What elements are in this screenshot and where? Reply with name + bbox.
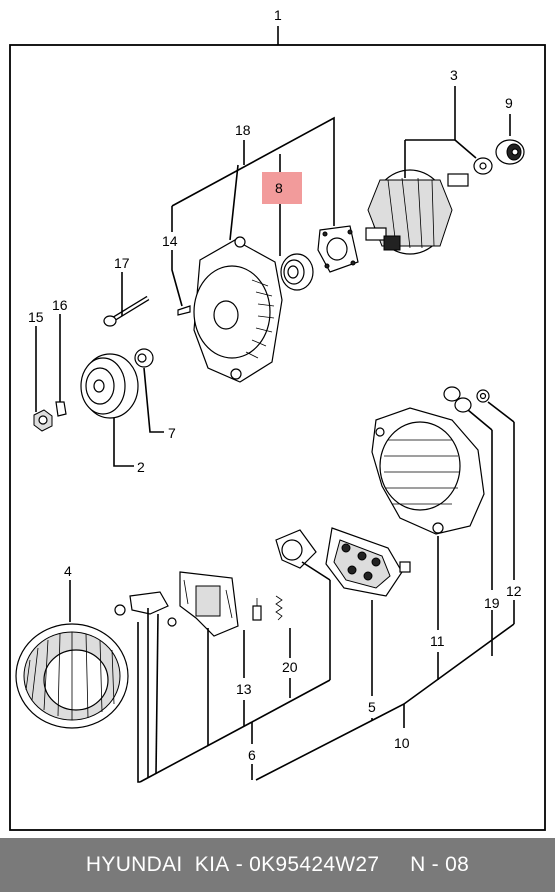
- terminal-insulator-part: [443, 386, 472, 413]
- brush-part: [252, 598, 262, 621]
- regulator-part: [179, 571, 239, 637]
- brand-text: HYUNDAI KIA: [85, 853, 230, 876]
- separator-text: -: [229, 853, 250, 876]
- leader-lines: [35, 86, 515, 783]
- pulley-part: [80, 353, 139, 419]
- callout-8: 8: [275, 180, 283, 196]
- nut-part: [33, 409, 53, 432]
- callout-15: 15: [28, 309, 44, 325]
- front-housing-part: [193, 236, 283, 383]
- callout-17: 17: [114, 255, 130, 271]
- callout-3: 3: [450, 67, 458, 83]
- washer-part: [473, 157, 493, 175]
- rear-housing-part: [371, 407, 485, 535]
- callout-2: 2: [137, 459, 145, 475]
- callout-18: 18: [235, 122, 251, 138]
- rectifier-part: [325, 527, 411, 597]
- rotor-part: [365, 169, 469, 255]
- brush-spring-part: [275, 595, 283, 621]
- gap-text: [379, 853, 410, 877]
- callout-20: 20: [282, 659, 298, 675]
- spacer-part: [134, 348, 154, 368]
- callout-6: 6: [248, 747, 256, 763]
- lock-washer-part: [55, 401, 67, 417]
- exploded-parts-diagram: 1 3 9 18 8 14 17 15 16 7 2 4 13 20 5 11 …: [9, 7, 546, 831]
- label-8-highlight: [262, 172, 302, 204]
- callout-10: 10: [394, 735, 410, 751]
- callout-9: 9: [505, 95, 513, 111]
- front-bearing-part: [280, 253, 314, 291]
- callout-1: 1: [274, 7, 282, 23]
- callout-14: 14: [162, 233, 178, 249]
- callout-12: 12: [506, 583, 522, 599]
- screw-part: [177, 305, 191, 316]
- callout-11: 11: [430, 633, 445, 649]
- callout-5: 5: [368, 699, 376, 715]
- bearing-retainer-part: [317, 225, 359, 273]
- small-bearing-part: [495, 139, 525, 165]
- cover-part: [275, 529, 317, 569]
- reference-text: N - 08: [410, 853, 470, 876]
- part-number-text: 0K95424W27: [249, 853, 380, 876]
- callout-16: 16: [52, 297, 68, 313]
- callout-4: 4: [64, 563, 72, 579]
- part-info-footer: HYUNDAI KIA - 0K95424W27 N - 08: [0, 838, 555, 892]
- through-bolt-part: [103, 295, 150, 327]
- brush-holder-part: [114, 591, 177, 627]
- callout-13: 13: [236, 681, 252, 697]
- callout-19: 19: [484, 595, 500, 611]
- stator-part: [15, 623, 129, 729]
- terminal-nut-part: [476, 389, 490, 403]
- callout-7: 7: [168, 425, 176, 441]
